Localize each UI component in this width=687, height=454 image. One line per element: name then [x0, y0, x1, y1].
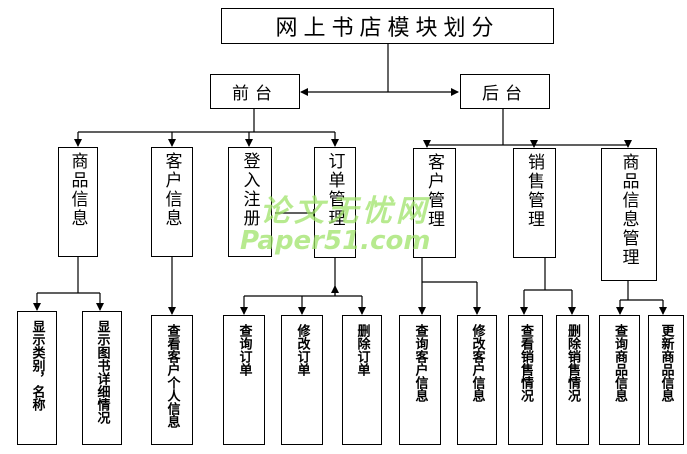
leaf-label: 删除订单	[354, 324, 370, 376]
leaf-label: 删除销售情况	[565, 324, 580, 402]
leaf-query-order: 查询订单	[223, 315, 265, 445]
module-label: 登入注册	[239, 152, 260, 228]
back-label: 后台	[482, 84, 528, 104]
leaf-modify-customer: 修改客户信息	[457, 315, 497, 445]
root-box: 网上书店模块划分	[221, 8, 554, 44]
module-customer-management: 客户管理	[413, 148, 456, 258]
module-order-management: 订单管理	[314, 147, 356, 258]
module-sales-management: 销售管理	[513, 148, 556, 258]
module-customer-info: 客户信息	[151, 147, 193, 257]
module-label: 商品信息	[67, 152, 88, 228]
front-box: 前台	[210, 74, 300, 109]
leaf-show-category: 显示类别，名称	[17, 311, 57, 445]
leaf-delete-sales: 删除销售情况	[556, 315, 589, 445]
back-box: 后台	[460, 74, 550, 109]
module-label: 客户管理	[424, 153, 444, 229]
leaf-label: 查询商品信息	[612, 324, 627, 402]
leaf-label: 更新商品信息	[658, 324, 674, 402]
leaf-query-product: 查询商品信息	[599, 315, 640, 445]
root-label: 网上书店模块划分	[275, 16, 500, 41]
leaf-label: 查看客户个人信息	[164, 324, 180, 428]
module-label: 销售管理	[524, 153, 544, 229]
module-login-register: 登入注册	[228, 147, 272, 257]
module-label: 订单管理	[324, 152, 345, 228]
leaf-view-customer-info: 查看客户个人信息	[151, 315, 193, 445]
leaf-query-customer: 查询客户信息	[399, 315, 441, 445]
module-label: 商品信息管理	[618, 153, 639, 267]
leaf-label: 显示图书详细情况	[94, 320, 110, 424]
leaf-modify-order: 修改订单	[281, 315, 323, 445]
leaf-update-product: 更新商品信息	[648, 315, 684, 445]
leaf-view-sales: 查看销售情况	[508, 315, 543, 445]
leaf-label: 修改客户信息	[469, 324, 485, 402]
leaf-label: 显示类别，名称	[29, 320, 45, 411]
module-product-info-management: 商品信息管理	[601, 148, 657, 281]
leaf-delete-order: 删除订单	[342, 315, 382, 445]
leaf-label: 查看销售情况	[518, 324, 533, 402]
module-label: 客户信息	[161, 152, 182, 228]
front-label: 前台	[232, 84, 278, 104]
leaf-show-book-detail: 显示图书详细情况	[82, 311, 122, 445]
leaf-label: 查询订单	[236, 324, 252, 376]
leaf-label: 查询客户信息	[412, 324, 428, 402]
module-product-info: 商品信息	[58, 147, 98, 257]
leaf-label: 修改订单	[294, 324, 310, 376]
